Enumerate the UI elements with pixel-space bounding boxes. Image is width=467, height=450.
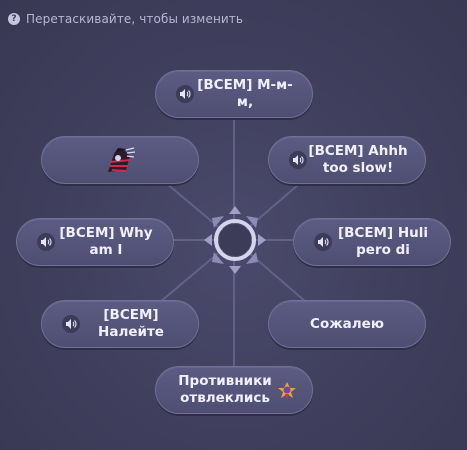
- slot-label: [ВСЕМ] Ahhh too slow!: [308, 143, 408, 176]
- quick-chat-slot-upper-right[interactable]: [ВСЕМ] Ahhh too slow!: [268, 136, 426, 184]
- speaker-icon[interactable]: [314, 233, 332, 251]
- quick-chat-slot-lower-left[interactable]: [ВСЕМ] Налейте: [41, 300, 199, 348]
- slot-label: Сожалею: [310, 315, 384, 332]
- sticker-image: [108, 147, 136, 172]
- hint-text: Перетаскивайте, чтобы изменить: [26, 12, 244, 26]
- quick-chat-slot-mid-left[interactable]: [ВСЕМ] Why am I: [16, 218, 174, 266]
- quick-chat-slot-lower-right[interactable]: Сожалею: [268, 300, 426, 348]
- slot-label: [ВСЕМ] Huli pero di: [337, 225, 429, 258]
- question-icon: ?: [8, 13, 20, 25]
- slot-label: [ВСЕМ] М-м-м,: [197, 77, 293, 110]
- speaker-icon[interactable]: [289, 151, 307, 169]
- slot-label: Противники отвлеклись: [178, 373, 272, 406]
- quick-chat-slot-bottom[interactable]: Противники отвлеклись: [155, 366, 313, 414]
- speaker-icon[interactable]: [37, 233, 55, 251]
- slot-label: [ВСЕМ] Why am I: [59, 225, 153, 258]
- drag-to-edit-hint: ? Перетаскивайте, чтобы изменить: [8, 12, 243, 26]
- speaker-icon[interactable]: [176, 85, 194, 103]
- quick-chat-slot-top[interactable]: [ВСЕМ] М-м-м,: [155, 70, 313, 118]
- wheel-center-hub[interactable]: [204, 206, 266, 274]
- speaker-icon[interactable]: [62, 315, 80, 333]
- quick-chat-slot-mid-right[interactable]: [ВСЕМ] Huli pero di: [293, 218, 451, 266]
- emote-icon: [278, 382, 296, 399]
- slot-label: [ВСЕМ] Налейте: [98, 307, 164, 340]
- quick-chat-slot-upper-left[interactable]: [41, 136, 199, 184]
